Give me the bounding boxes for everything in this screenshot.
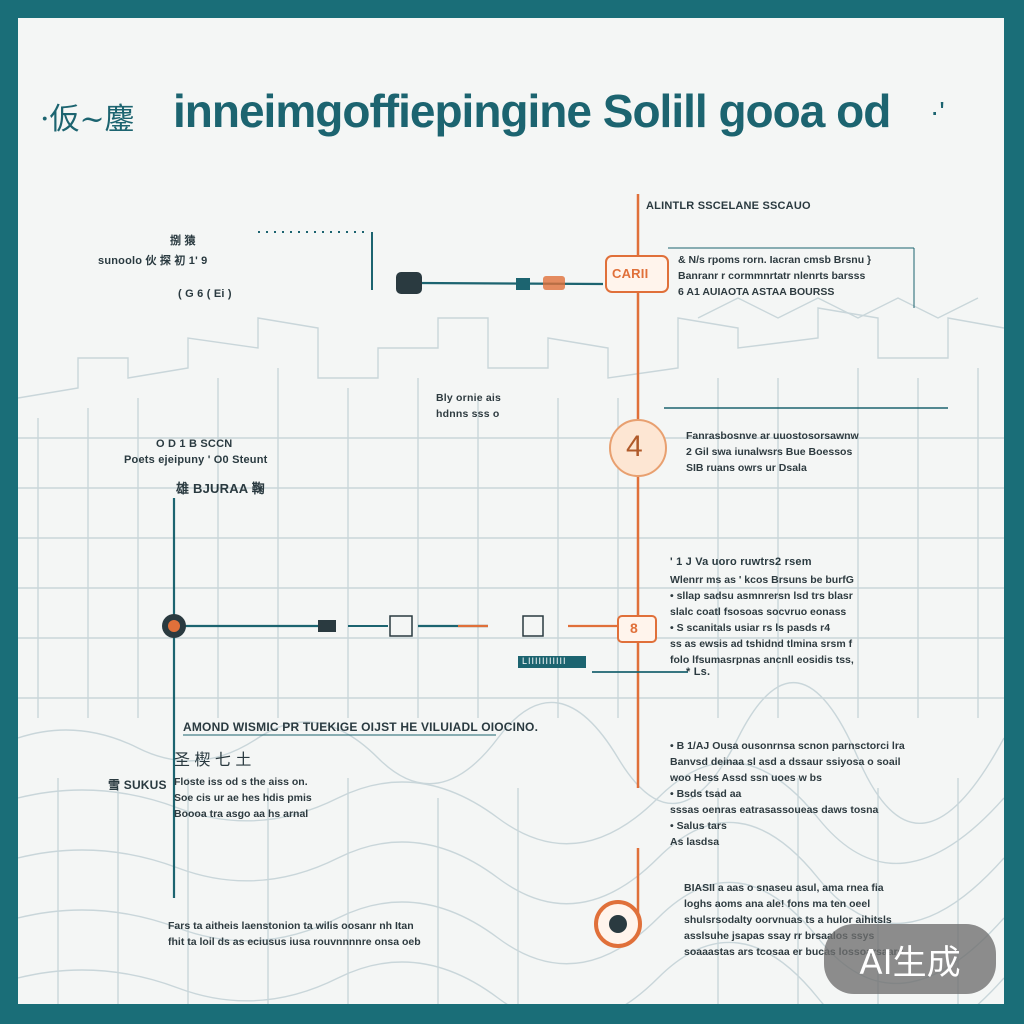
right-below-line-label: * Ls.: [686, 666, 711, 678]
right-mid-text: Fanrasbosnve ar uuostosorsawnw 2 Gil swa…: [686, 430, 859, 474]
left-mid-label-2: Poets ejeipuny ' O0 Steunt: [124, 454, 268, 466]
right-list-heading: ' 1 J Va uoro ruwtrs2 rsem: [670, 556, 812, 568]
top-left-label-1: 捌 猿: [170, 235, 196, 247]
top-right-heading: ALINTLR SSCELANE SSCAUO: [646, 200, 811, 212]
top-right-text: & N/s rpoms rorn. Iacran cmsb Brsnu } Ba…: [678, 254, 872, 298]
watermark-label: AI生成: [859, 942, 961, 983]
left-low-text: Floste iss od s the aiss on. Soe cis ur …: [174, 776, 312, 820]
connector-icon: [516, 278, 530, 290]
data-bar-box: [518, 656, 586, 668]
page-title: inneimgoffiepingine Solill gooa od: [173, 85, 891, 137]
right-low-text: • B 1/AJ Ousa ousonrnsa scnon parnsctorc…: [670, 740, 905, 848]
poster-frame: ·仮~鏖 inneimgoffiepingine Solill gooa od …: [18, 18, 1004, 1004]
top-left-label-2: sunoolo 伙 探 初 1' 9: [98, 255, 208, 267]
spine-node-box: [617, 615, 657, 643]
mid-small-label: Bly ornie ais hdnns sss o: [436, 392, 502, 420]
spine-node-mid: [609, 419, 667, 477]
ai-generated-watermark: AI生成: [824, 924, 996, 994]
top-left-label-3: ( G 6 ( Ei ): [178, 288, 232, 300]
left-low-tag: 雪 SUKUS: [108, 778, 167, 792]
device-box-icon: [389, 615, 413, 637]
plug-icon: [396, 272, 422, 294]
left-mid-label-1: O D 1 B SCCN: [156, 438, 233, 450]
connector-icon: [543, 276, 565, 290]
data-bar-label: LIIIIIIIIIII: [522, 656, 567, 666]
bottom-left-text: Fars ta aitheis laenstonion ta wilis oos…: [168, 920, 421, 948]
spine-node-top: [605, 255, 669, 293]
title-suffix: ·': [930, 96, 945, 127]
title-prefix: ·仮~鏖: [40, 102, 135, 137]
right-list-text: Wlenrr ms as ' kcos Brsuns be burfG • sl…: [670, 574, 854, 666]
connector-icon: [318, 620, 336, 632]
left-low-subheading: 圣 楔 七 土: [174, 752, 252, 769]
top-cable-line: [417, 281, 604, 286]
flow-diagram: [162, 194, 948, 948]
left-low-heading: AMOND WISMIC PR TUEKIGE OIJST HE VILUIAD…: [183, 720, 539, 734]
device-box-icon: [522, 615, 544, 637]
spine-node-mid-label: 4: [626, 430, 643, 463]
left-mid-label-3: 雄 BJURAA 鞠: [176, 481, 265, 496]
spine-node-box-label: 8: [630, 620, 638, 636]
spine-node-top-label: CARII: [612, 266, 649, 281]
